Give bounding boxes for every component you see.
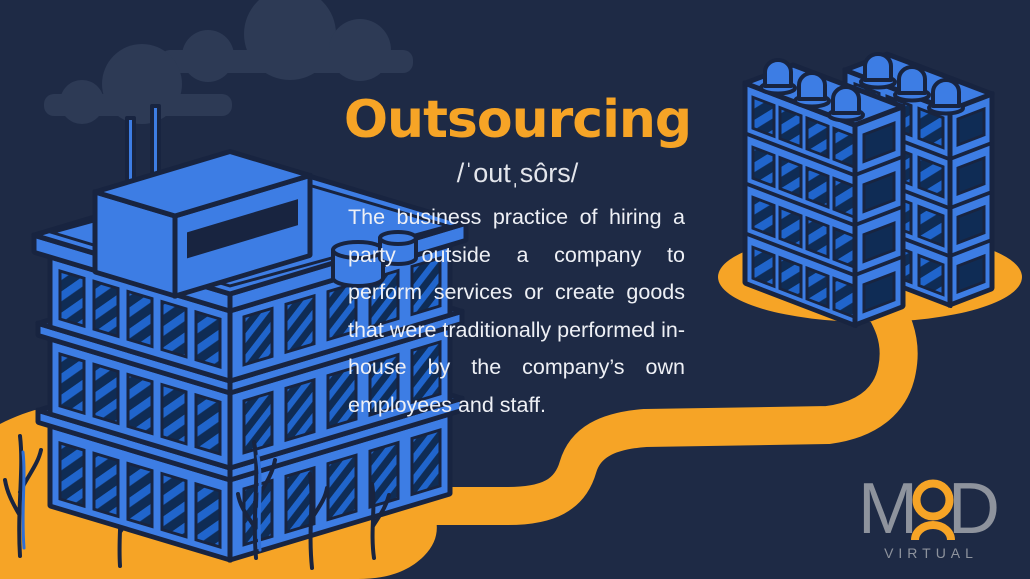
- definition-text: The business practice of hiring a party …: [348, 205, 685, 417]
- logo-letter-d: D: [948, 469, 1000, 549]
- tower-building-front: [742, 58, 906, 329]
- page-title: Outsourcing: [343, 90, 692, 150]
- penthouse: [92, 149, 313, 299]
- bare-tree-icons-right: [236, 440, 391, 570]
- rooftop-tank-icons-front: [759, 58, 865, 123]
- cloud-icon-large: [160, 0, 413, 82]
- cloud-icon-small: [44, 44, 232, 124]
- logo-letter-m: M: [858, 469, 918, 549]
- person-o-icon: [911, 479, 955, 541]
- office-building: [31, 104, 469, 563]
- rooftop-tank-icons-back: [859, 52, 965, 116]
- mod-virtual-logo: M D VIRTUAL: [858, 469, 1000, 561]
- rooftop-cylinder-icons: [331, 230, 418, 288]
- pronunciation-text: /ˈoutˌsôrs/: [456, 158, 579, 188]
- connecting-road: [409, 269, 918, 525]
- logo-virtual-text: VIRTUAL: [884, 545, 978, 561]
